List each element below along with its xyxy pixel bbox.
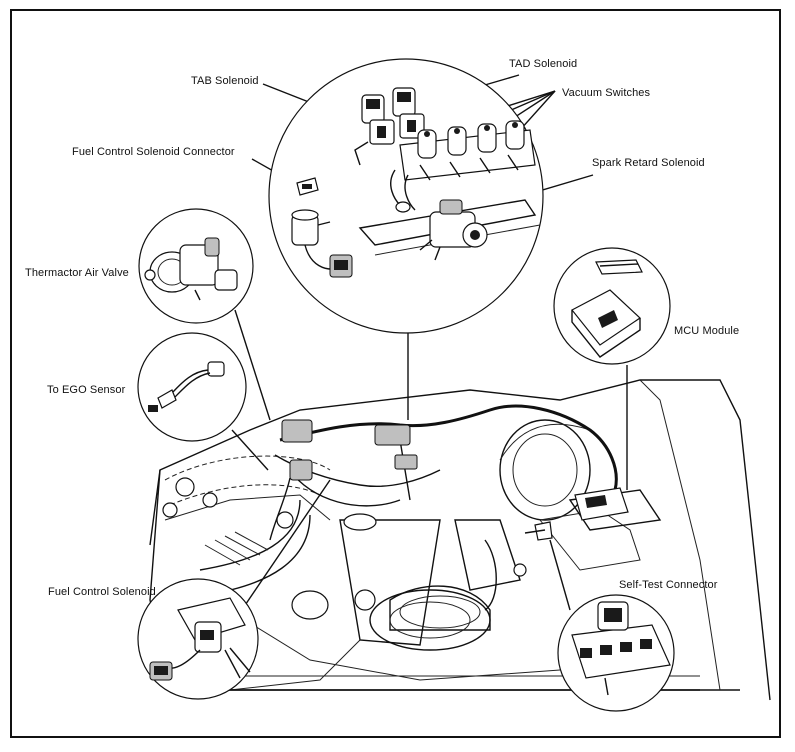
vacuum-switches-label: Vacuum Switches — [562, 87, 651, 99]
ego-callout-circle — [137, 332, 247, 442]
fuel-control-connector — [291, 177, 353, 278]
thermactor-callout-circle — [138, 208, 254, 324]
spark-retard-solenoid-label: Spark Retard Solenoid — [592, 157, 705, 169]
to-ego-sensor-label: To EGO Sensor — [47, 384, 126, 396]
solenoid-callout-circle — [268, 58, 544, 334]
fuel-control-solenoid-connector-label: Fuel Control Solenoid Connector — [72, 146, 235, 158]
self-test-connector-label: Self-Test Connector — [619, 579, 718, 591]
tad-solenoid-label: TAD Solenoid — [509, 58, 578, 70]
fuel-control-solenoid-label: Fuel Control Solenoid — [48, 586, 156, 598]
vacuum-switches — [399, 120, 536, 181]
spark-retard-solenoid — [419, 199, 488, 261]
thermactor-air-valve-label: Thermactor Air Valve — [25, 267, 129, 279]
self-test-callout-circle — [557, 594, 675, 712]
tab-solenoid-label: TAB Solenoid — [191, 75, 259, 87]
mcu-callout-circle — [553, 247, 671, 365]
tab-tad-solenoids — [354, 87, 425, 166]
mcu-module-label: MCU Module — [674, 325, 740, 337]
fuel-solenoid-callout-circle — [137, 578, 259, 700]
